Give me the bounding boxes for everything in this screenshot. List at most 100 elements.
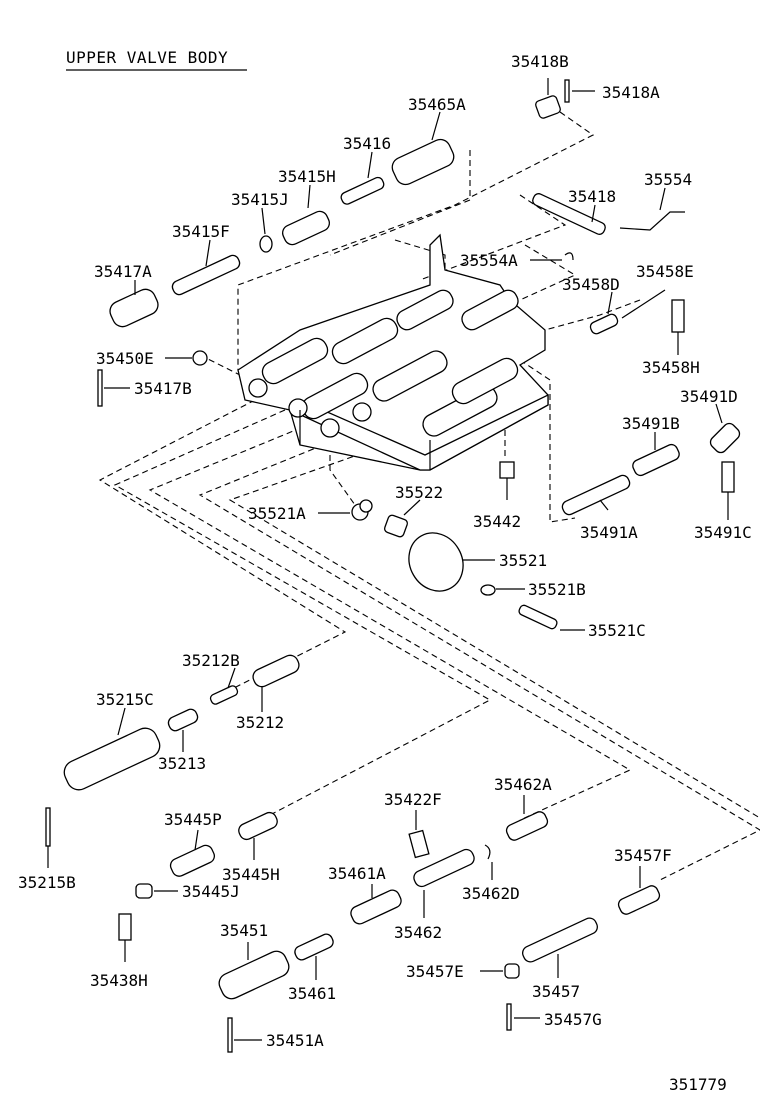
part-35521B-washer xyxy=(480,584,525,596)
part-35213-plug xyxy=(167,708,199,752)
label-35462D: 35462D xyxy=(462,884,520,903)
valve-body-assembly xyxy=(237,233,549,471)
part-35462-valve xyxy=(413,848,475,918)
label-35450E: 35450E xyxy=(96,349,154,368)
label-35445P: 35445P xyxy=(164,810,222,829)
part-35462A-spring xyxy=(505,795,549,841)
label-35491C: 35491C xyxy=(694,523,752,542)
part-35458E-pin xyxy=(621,289,666,319)
part-35418-valve xyxy=(532,193,606,235)
part-35451-sleeve xyxy=(218,942,290,1000)
part-35457E-plug xyxy=(480,963,520,979)
label-35491B: 35491B xyxy=(622,414,680,433)
assembly-guide-lines xyxy=(98,111,760,881)
part-35457-valve xyxy=(522,917,598,978)
label-35212B: 35212B xyxy=(182,651,240,670)
label-35458H: 35458H xyxy=(642,358,700,377)
part-35491C-retainer xyxy=(721,461,735,520)
part-35451A-pin xyxy=(227,1017,262,1053)
label-35442: 35442 xyxy=(473,512,521,531)
part-35457F-spring xyxy=(617,866,661,915)
part-35212-valve xyxy=(252,654,300,712)
label-35215B: 35215B xyxy=(18,873,76,892)
figure-number: 351779 xyxy=(669,1075,727,1094)
label-35415F: 35415F xyxy=(172,222,230,241)
label-35457F: 35457F xyxy=(614,846,672,865)
part-labels: 35418B 35418A 35465A 35416 35415H 35415J… xyxy=(18,52,752,1050)
label-35462A: 35462A xyxy=(494,775,552,794)
part-35554A-clip xyxy=(530,252,574,261)
label-35415H: 35415H xyxy=(278,167,336,186)
part-35521-cam xyxy=(408,532,495,592)
label-35417A: 35417A xyxy=(94,262,152,281)
label-35445J: 35445J xyxy=(182,882,240,901)
part-35417B-pin xyxy=(97,369,130,407)
part-35461A-spring xyxy=(350,884,402,925)
label-35521C: 35521C xyxy=(588,621,646,640)
part-35415F-valve xyxy=(171,239,241,296)
label-35415J: 35415J xyxy=(231,190,289,209)
label-35457G: 35457G xyxy=(544,1010,602,1029)
part-35215C-sleeve xyxy=(63,707,161,791)
part-35445H-valve xyxy=(238,811,278,860)
label-35416: 35416 xyxy=(343,134,391,153)
part-35458H-retainer xyxy=(671,299,685,355)
part-35491A-valve xyxy=(561,474,631,516)
part-35445P-spring xyxy=(169,829,215,877)
part-35418A-pin xyxy=(564,79,595,103)
label-35457: 35457 xyxy=(532,982,580,1001)
label-35491D: 35491D xyxy=(680,387,738,406)
part-35418B-cap xyxy=(535,78,561,119)
part-35415H-spring xyxy=(282,184,330,246)
part-35491B-spring xyxy=(632,432,680,477)
label-35458D: 35458D xyxy=(562,275,620,294)
label-35445H: 35445H xyxy=(222,865,280,884)
label-35215C: 35215C xyxy=(96,690,154,709)
label-35462: 35462 xyxy=(394,923,442,942)
label-35438H: 35438H xyxy=(90,971,148,990)
label-35554A: 35554A xyxy=(460,251,518,270)
label-35461A: 35461A xyxy=(328,864,386,883)
part-35522-collar xyxy=(384,499,421,538)
part-35457G-pin xyxy=(506,1003,540,1031)
label-35422F: 35422F xyxy=(384,790,442,809)
label-35451: 35451 xyxy=(220,921,268,940)
part-35491D-plug xyxy=(709,403,741,454)
part-35465A-sleeve xyxy=(391,111,455,186)
part-35458D-plug xyxy=(589,291,619,335)
label-35458E: 35458E xyxy=(636,262,694,281)
part-35438H-retainer xyxy=(118,913,132,962)
part-35212B-spring xyxy=(209,667,239,705)
part-35445J-plug xyxy=(135,883,178,899)
part-35422F-clip xyxy=(408,810,430,859)
part-35417A-plug xyxy=(109,280,159,328)
label-35451A: 35451A xyxy=(266,1031,324,1050)
label-35521: 35521 xyxy=(499,551,547,570)
part-35415J-washer xyxy=(259,207,273,253)
label-35522: 35522 xyxy=(395,483,443,502)
label-35521B: 35521B xyxy=(528,580,586,599)
label-35212: 35212 xyxy=(236,713,284,732)
label-35417B: 35417B xyxy=(134,379,192,398)
part-35521A-spring xyxy=(318,499,373,521)
label-35461: 35461 xyxy=(288,984,336,1003)
part-35215B-pin xyxy=(45,807,51,868)
label-35418A: 35418A xyxy=(602,83,660,102)
part-35442-bolt xyxy=(499,461,515,500)
label-35457E: 35457E xyxy=(406,962,464,981)
part-35521C-bolt xyxy=(518,604,585,631)
label-35521A: 35521A xyxy=(248,504,306,523)
label-35213: 35213 xyxy=(158,754,206,773)
label-35418B: 35418B xyxy=(511,52,569,71)
part-35461-valve xyxy=(294,933,334,980)
label-35491A: 35491A xyxy=(580,523,638,542)
part-35416-valve xyxy=(340,151,385,205)
part-35554-rod xyxy=(619,187,685,231)
label-35418: 35418 xyxy=(568,187,616,206)
label-35465A: 35465A xyxy=(408,95,466,114)
label-35554: 35554 xyxy=(644,170,692,189)
part-35462D-clip xyxy=(484,844,493,880)
part-35450E-ball xyxy=(165,350,208,366)
